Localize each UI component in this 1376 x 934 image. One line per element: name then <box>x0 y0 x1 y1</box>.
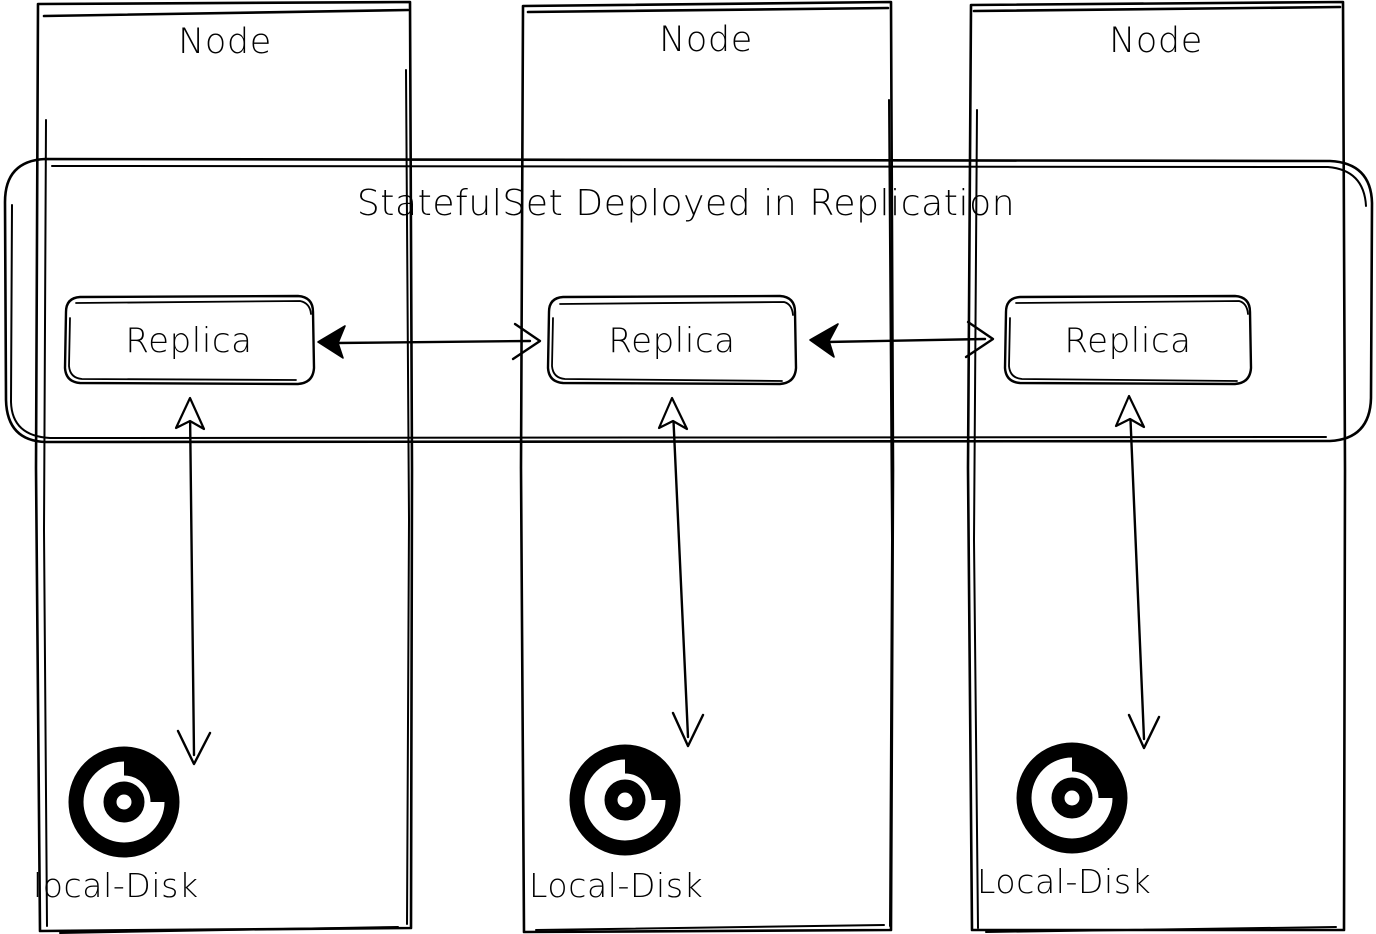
disk-spindle-ring <box>103 781 145 823</box>
disk-icon <box>1016 742 1128 854</box>
replica-box-1-outline <box>63 294 316 386</box>
local-disk-2[interactable]: Local-Disk <box>529 744 703 905</box>
replication-edge-2-3-line <box>824 337 987 344</box>
node-box-3-label: Node <box>1109 21 1203 61</box>
disk-icon <box>569 744 681 856</box>
replication-edge-2-3-head-right <box>964 320 995 359</box>
replica-box-2-label: Replica <box>608 321 735 361</box>
replica-box-3-sketch-bottom <box>1008 317 1238 382</box>
replica-box-3-sketch-top <box>1015 300 1249 315</box>
disk-outer-ring <box>1016 742 1128 854</box>
replication-edge-1-2-head-left <box>317 325 346 359</box>
replica-box-1-sketch-top <box>75 300 312 315</box>
disk-outer-ring <box>68 746 180 858</box>
disk-spindle-ring <box>1051 777 1093 819</box>
disk-arc <box>1071 756 1114 799</box>
node-box-2-bottom-sketch <box>535 924 885 931</box>
replication-edge-1-2-head-right <box>511 322 542 361</box>
node-box-3-left-sketch <box>973 109 979 929</box>
replica-box-3[interactable]: Replica <box>1003 294 1253 386</box>
replica-box-2-sketch-bottom <box>551 317 783 382</box>
node-box-3-outline <box>966 0 1347 932</box>
node-box-1-left-sketch <box>43 119 48 927</box>
node-box-1[interactable]: Node <box>34 0 414 934</box>
local-disk-2-label: Local-Disk <box>529 866 703 905</box>
replica-box-3-label: Replica <box>1064 321 1191 361</box>
replication-edge-1-2[interactable] <box>317 322 542 361</box>
statefulset-group-box[interactable]: StatefulSet Deployed in Replication <box>3 157 1374 444</box>
disk-outer-ring <box>569 744 681 856</box>
storage-edge-3-line <box>1128 406 1146 741</box>
node-box-1-label: Node <box>178 22 272 62</box>
disk-spindle-ring <box>604 779 646 821</box>
storage-edge-2-line <box>671 408 690 739</box>
storage-edge-3[interactable] <box>1114 394 1161 750</box>
node-box-1-top-sketch <box>42 8 410 18</box>
node-box-2-outline <box>519 0 895 934</box>
local-disk-3-label: Local-Disk <box>977 862 1151 901</box>
replica-box-2[interactable]: Replica <box>546 294 798 386</box>
replica-box-3-outline <box>1003 294 1253 386</box>
replication-edge-2-3-head-left <box>809 323 839 358</box>
replica-box-2-outline <box>546 294 798 386</box>
node-box-2-label: Node <box>659 20 753 60</box>
node-box-1-right-sketch <box>405 69 410 925</box>
replica-box-2-sketch-top <box>559 301 794 316</box>
node-box-2-right-sketch <box>888 99 893 927</box>
node-box-3[interactable]: Node <box>966 0 1347 933</box>
disk-arc <box>624 758 667 801</box>
replication-edge-2-3[interactable] <box>809 320 995 359</box>
statefulset-box-top-sketch <box>51 165 1367 207</box>
storage-edge-3-head-bottom <box>1127 713 1161 750</box>
local-disk-1-label: local-Disk <box>33 866 199 905</box>
replica-box-1-sketch-bottom <box>68 317 297 381</box>
statefulset-box-bottom-sketch <box>10 204 1327 439</box>
node-box-2-top-sketch <box>526 6 890 14</box>
storage-edge-1[interactable] <box>174 396 212 766</box>
replication-edge-1-2-line <box>335 339 532 345</box>
statefulset-box-outline <box>3 157 1374 444</box>
storage-edge-1-line <box>188 408 196 757</box>
node-box-3-top-sketch <box>972 5 1342 13</box>
local-disk-3[interactable]: Local-Disk <box>977 742 1151 901</box>
storage-edge-1-head-bottom <box>176 729 212 766</box>
storage-edge-2[interactable] <box>657 396 705 748</box>
node-box-2[interactable]: Node <box>519 0 895 934</box>
node-box-1-bottom-sketch <box>59 926 399 934</box>
node-box-1-outline <box>34 0 414 933</box>
local-disk-1[interactable]: local-Disk <box>33 746 199 905</box>
storage-edge-3-head-top <box>1114 394 1146 429</box>
replica-box-1-label: Replica <box>125 321 252 361</box>
statefulset-title: StatefulSet Deployed in Replication <box>357 183 1015 224</box>
replica-box-1[interactable]: Replica <box>63 294 316 386</box>
node-box-3-bottom-sketch <box>985 926 1337 933</box>
storage-edge-2-head-bottom <box>671 711 705 748</box>
disk-arc <box>123 760 166 803</box>
disk-icon <box>68 746 180 858</box>
storage-edge-2-head-top <box>657 396 689 431</box>
storage-edge-1-head-top <box>174 396 206 431</box>
